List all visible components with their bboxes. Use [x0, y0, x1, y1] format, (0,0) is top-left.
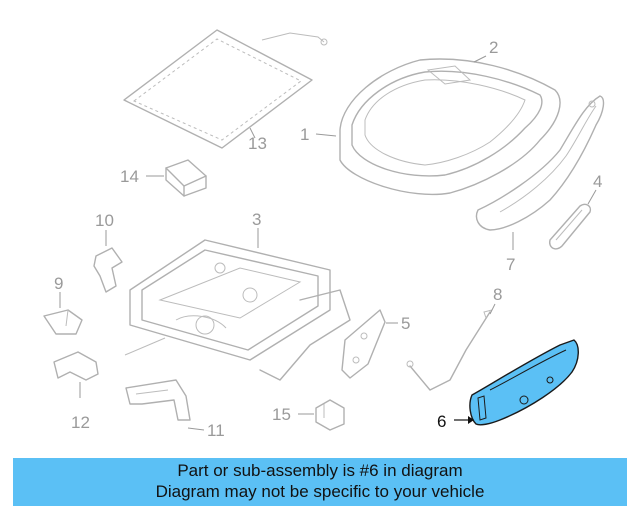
caption-line-2: Diagram may not be specific to your vehi…	[155, 482, 485, 501]
callout-8: 8	[493, 285, 502, 304]
part-8-cable	[406, 309, 493, 391]
callout-10: 10	[95, 211, 114, 230]
callout-4: 4	[593, 172, 602, 191]
part-11-mounting-bracket	[125, 379, 191, 421]
callout-13: 13	[248, 134, 267, 153]
part-12-clip	[53, 351, 99, 381]
info-banner: Part or sub-assembly is #6 in diagram Di…	[13, 458, 627, 506]
callout-15: 15	[272, 405, 291, 424]
callout-3: 3	[252, 210, 261, 229]
part-5-side-plate	[341, 309, 386, 379]
callout-11: 11	[207, 421, 225, 440]
part-13-seat-heater-mat	[123, 29, 328, 149]
part-3-seat-frame	[124, 239, 351, 381]
callout-5: 5	[401, 314, 410, 333]
parts-diagram: 13 1 2 7 4 14 3	[43, 29, 605, 440]
part-14-connector	[165, 159, 207, 197]
part-4-switch	[548, 203, 592, 250]
part-15-hinge	[315, 399, 345, 431]
callout-14: 14	[120, 167, 139, 186]
part-9-cap	[43, 309, 83, 335]
caption-line-1: Part or sub-assembly is #6 in diagram	[177, 461, 463, 480]
callout-9: 9	[54, 274, 63, 293]
part-6-side-shield-highlighted	[469, 339, 579, 426]
part-10-bracket	[93, 247, 123, 293]
callout-2: 2	[489, 38, 498, 57]
callout-7: 7	[506, 255, 515, 274]
callout-1: 1	[300, 125, 309, 144]
part-7-side-trim	[475, 95, 605, 231]
callout-12: 12	[71, 413, 90, 432]
part-1-seat-cushion	[339, 58, 561, 196]
callout-6: 6	[437, 412, 446, 431]
